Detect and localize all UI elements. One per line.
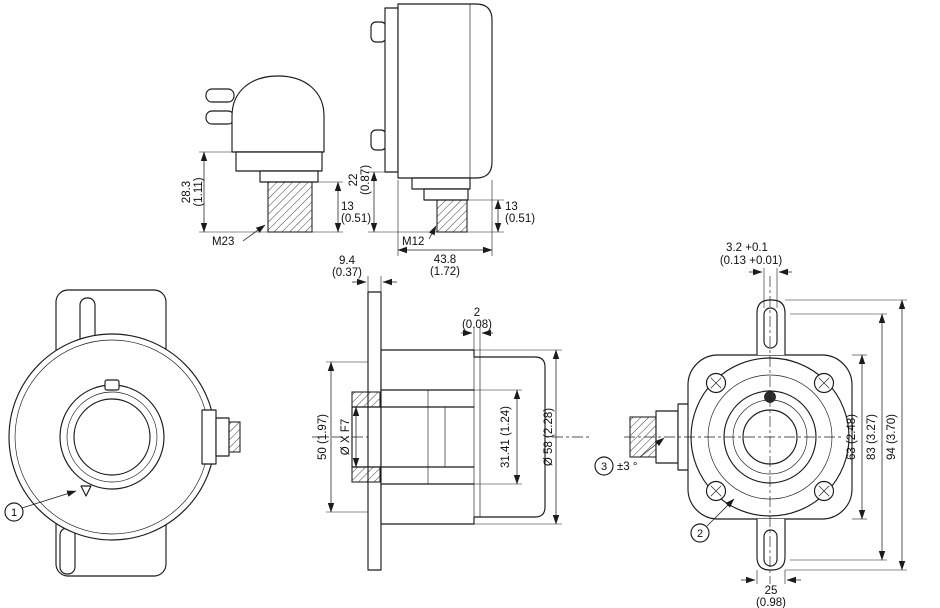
front-slot-bottom [59, 527, 76, 575]
callout-3-balloon [594, 456, 614, 476]
view-side-m12: 22 (0.87) 13 (0.51) M12 43.8 (1.72) [348, 3, 535, 278]
m23-flange [235, 151, 323, 172]
m23-housing-dome [231, 75, 325, 153]
m12-connector-label: M12 [402, 236, 424, 248]
front-connector-thread [228, 421, 241, 453]
front-clamp-screw [104, 379, 120, 391]
dim-13-m23-mm: 13 [341, 201, 354, 213]
callout-2-leader [706, 498, 735, 527]
m12-tab-top [370, 21, 387, 43]
m12-collar [411, 177, 471, 190]
dim-13-m12-in: (0.51) [505, 213, 535, 225]
screw-slot [710, 485, 722, 497]
callout-2-number: 2 [697, 528, 703, 540]
m23-connector-label: M23 [212, 236, 234, 248]
dim-22-in: (0.87) [360, 165, 372, 195]
rear-flange-screws [705, 372, 835, 502]
front-hub-ring [66, 391, 158, 483]
dim-3-2-in: (0.13 +0.01) [720, 255, 783, 267]
dim-22-mm: 22 [348, 174, 360, 187]
view-side-m23: 28.3 (1.11) 13 (0.51) M23 [181, 75, 371, 248]
dim-13-m12-mm: 13 [505, 201, 518, 213]
dim-43-8-in: (1.72) [430, 266, 460, 278]
m12-mounting-plate [384, 7, 399, 173]
callout-1-balloon [4, 502, 24, 522]
screw-slot [818, 485, 830, 497]
view-rear: 3.2 +0.1 (0.13 +0.01) 63 (2.48) 83 (3.27… [594, 242, 907, 608]
dim-2-mm: 2 [474, 307, 480, 319]
dim-25-in: (0.98) [756, 597, 786, 608]
m23-collar [259, 170, 319, 183]
screw-slot [818, 377, 830, 389]
m23-terminal-bottom [205, 110, 235, 125]
m12-collar-step [423, 188, 469, 201]
dim-28-3-mm: 28.3 [181, 181, 193, 203]
dim-25-mm: 25 [765, 585, 778, 597]
dim-9-4-mm: 9.4 [339, 255, 356, 267]
section-housing-body [380, 349, 546, 525]
callout-3-number: 3 [601, 461, 607, 473]
dim-31-41-label: 31.41 (1.24) [500, 406, 512, 468]
dim-58-label: Ø 58 (2.28) [543, 408, 555, 466]
m23-leader [242, 224, 266, 242]
callout-1-number: 1 [11, 507, 17, 519]
m23-thread [267, 181, 313, 233]
callout-1-leader [21, 490, 77, 509]
m12-leader [428, 225, 437, 240]
callout-3-leader [639, 437, 665, 458]
front-connector-bracket [201, 409, 217, 465]
m12-thread [436, 199, 468, 233]
dim-50-label: 50 (1.97) [317, 414, 329, 460]
section-clamp-ring-bottom [351, 466, 381, 483]
dim-3-2-mm: 3.2 +0.1 [726, 242, 768, 254]
screw-slot [710, 377, 722, 389]
callout-2-balloon [690, 523, 710, 543]
rear-slot-bottom [763, 529, 778, 567]
front-hollow-shaft-bore [73, 398, 151, 476]
section-clamp-ring-top [351, 391, 381, 408]
front-connector-body [215, 417, 230, 457]
dim-9-4-in: (0.37) [332, 267, 362, 279]
dim-94-label: 94 (3.70) [886, 414, 898, 460]
dim-63-label: 63 (2.48) [846, 414, 858, 460]
m23-terminal-top [205, 88, 235, 103]
dim-bore-label: Ø X F7 [340, 419, 352, 455]
dim-83-label: 83 (3.27) [866, 414, 878, 460]
rear-slot-top [763, 307, 778, 349]
view-section: 9.4 (0.37) 2 (0.08) 50 (1.97) Ø X F7 31.… [312, 255, 592, 571]
dim-28-3-in: (1.11) [193, 177, 205, 206]
angle-tolerance-label: ±3 ° [617, 461, 638, 473]
front-notch-marker [80, 485, 92, 497]
dim-13-m23-in: (0.51) [341, 213, 371, 225]
dim-43-8-mm: 43.8 [434, 254, 456, 266]
section-tether-plate [367, 291, 382, 571]
view-front: 1 [4, 289, 241, 577]
m12-housing-body [397, 3, 493, 179]
m12-tab-bottom [370, 129, 387, 151]
dim-2-in: (0.08) [462, 319, 492, 331]
